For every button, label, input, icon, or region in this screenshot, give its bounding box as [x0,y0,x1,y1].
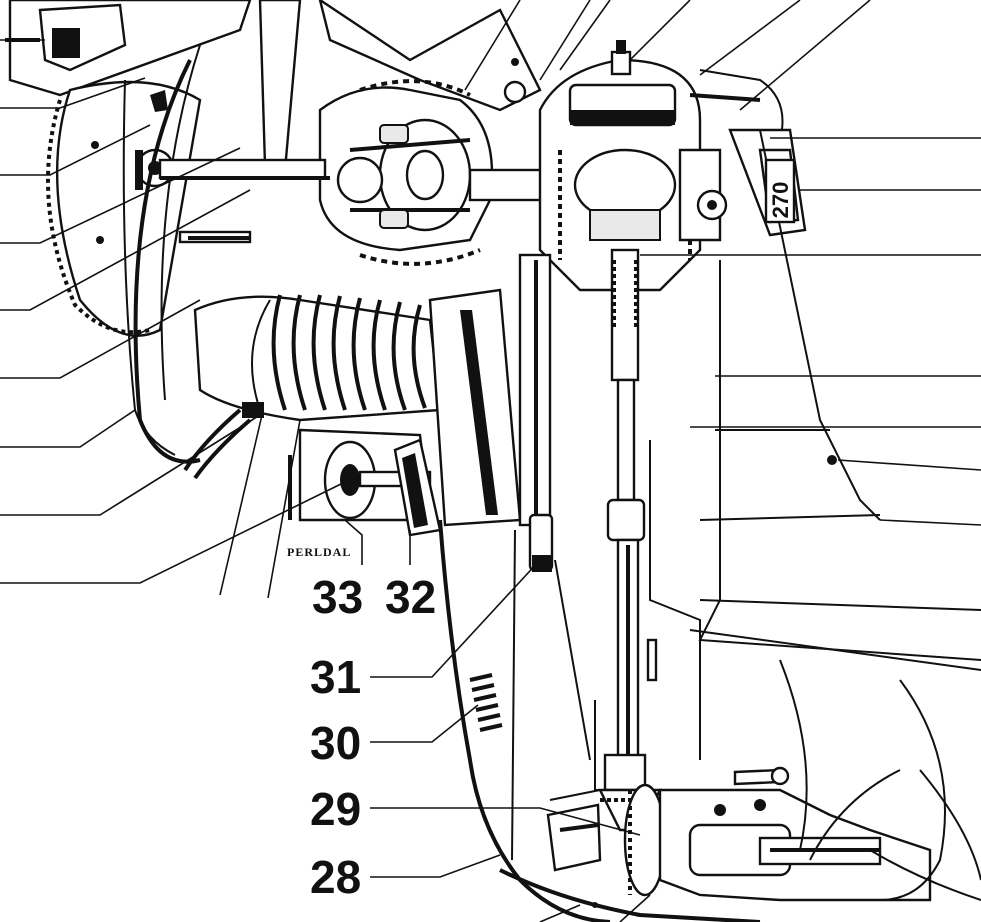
drain-plug [393,438,442,537]
model-plate-text: 270 [768,182,793,219]
vertical-driveshaft [603,248,647,792]
drive-housing [689,69,981,671]
callout-31: 31 [310,651,361,703]
propeller [779,659,981,901]
propeller-shaft-assembly [546,766,932,902]
exhaust-bellows [193,294,442,422]
callout-30: 30 [310,717,361,769]
callout-32: 32 [385,571,436,623]
input-shaft [158,158,552,244]
upper-bracket [5,0,252,97]
callout-28: 28 [310,851,361,903]
maker-mark: PERLDAL [287,545,351,559]
water-intake-grille [469,673,503,732]
universal-joint [258,0,542,266]
pinion-gear [598,783,667,897]
water-hose [183,402,264,480]
water-tube [428,253,554,572]
skeg-housing [499,868,761,922]
model-plate: 270 [764,158,796,224]
upper-gearbox [538,40,728,292]
callout-33: 33 [312,571,363,623]
lower-housing-shell [438,440,701,922]
callout-29: 29 [310,783,361,835]
